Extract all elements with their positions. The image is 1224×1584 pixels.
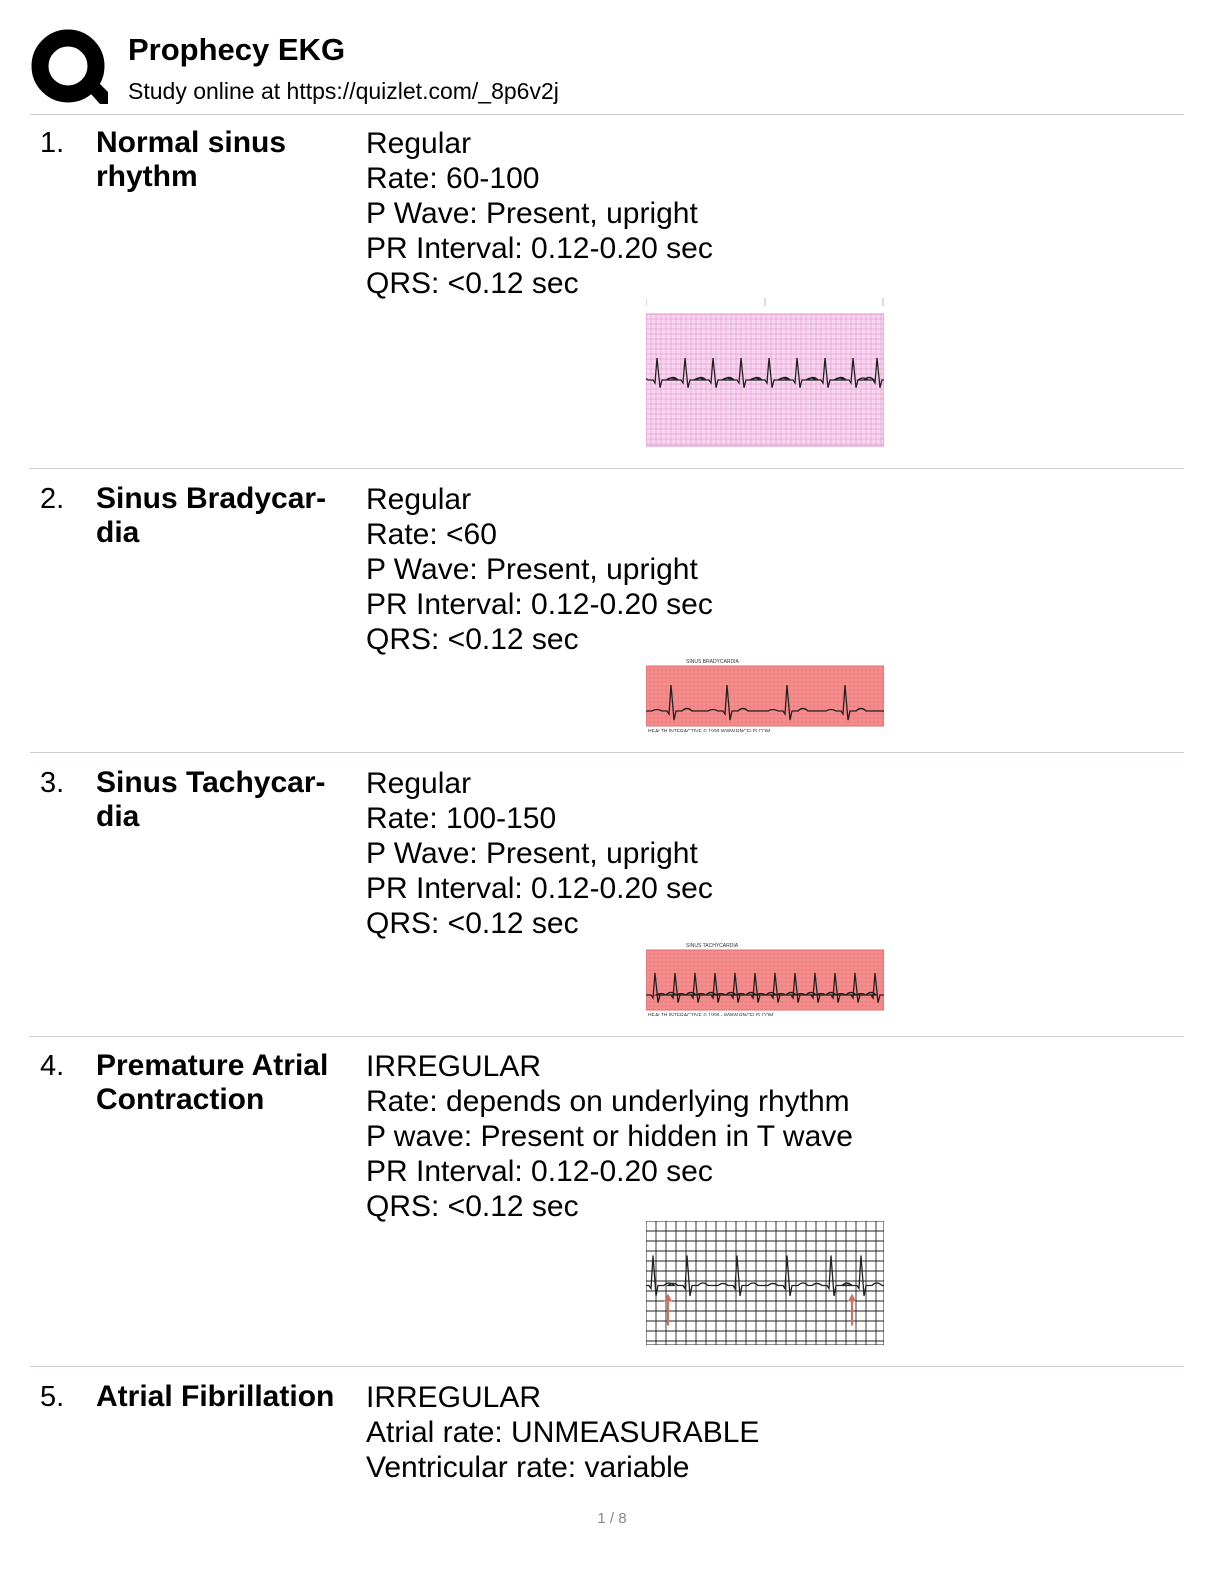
svg-text:HEALTH INTERACTIVE © 1999 - WW: HEALTH INTERACTIVE © 1999 - WWW.RNCEUS.C…: [648, 1012, 773, 1016]
definition-line: QRS: <0.12 sec: [366, 623, 579, 656]
definition-line: Ventricular rate: variable: [366, 1451, 690, 1484]
card-term: Normal sinus rhythm: [96, 126, 287, 193]
card-definition: Regular Rate: 100-150 P Wave: Present, u…: [366, 766, 713, 941]
definition-line: Regular: [366, 767, 472, 800]
divider: [30, 752, 1184, 753]
svg-text:SINUS TACHYCARDIA: SINUS TACHYCARDIA: [686, 943, 739, 949]
definition-line: PR Interval: 0.12-0.20 sec: [366, 872, 713, 905]
divider: [30, 1366, 1184, 1367]
flashcard-1: 1. Normal sinus rhythm Regular Rate: 60-…: [30, 126, 1184, 466]
card-number: 5.: [40, 1381, 65, 1413]
definition-line: Regular: [366, 483, 472, 516]
ekg-strip-image: SINUS TACHYCARDIA HEALTH INTERACTIVE © 19…: [646, 938, 884, 1016]
definition-line: P Wave: Present, upright: [366, 197, 698, 230]
definition-line: QRS: <0.12 sec: [366, 267, 579, 300]
flashcard-3: 3. Sinus Tachycar-dia Regular Rate: 100-…: [30, 766, 1184, 1036]
card-term: Atrial Fibrillation: [96, 1380, 335, 1413]
card-number: 4.: [40, 1050, 65, 1082]
set-title: Prophecy EKG: [128, 32, 346, 67]
page-number: 1 / 8: [597, 1510, 627, 1527]
card-term: Sinus Bradycar-dia: [96, 482, 327, 549]
definition-line: P Wave: Present, upright: [366, 553, 698, 586]
divider: [30, 468, 1184, 469]
card-definition: IRREGULAR Atrial rate: UNMEASURABLE Vent…: [366, 1380, 759, 1485]
flashcard-5: 5. Atrial Fibrillation IRREGULAR Atrial …: [30, 1380, 1184, 1490]
card-number: 1.: [40, 127, 65, 159]
quizlet-logo: [30, 28, 110, 108]
definition-line: Rate: 60-100: [366, 162, 540, 195]
definition-line: P Wave: Present, upright: [366, 837, 698, 870]
ekg-strip-image: SINUS BRADYCARDIA HEALTH INTERACTIVE © 19…: [646, 654, 884, 732]
divider: [30, 114, 1184, 115]
ekg-strip-image: [646, 1221, 884, 1345]
card-number: 2.: [40, 483, 65, 515]
card-definition: Regular Rate: <60 P Wave: Present, uprig…: [366, 482, 713, 657]
svg-text:SINUS BRADYCARDIA: SINUS BRADYCARDIA: [686, 659, 739, 665]
definition-line: Regular: [366, 127, 472, 160]
definition-line: IRREGULAR: [366, 1381, 542, 1414]
definition-line: QRS: <0.12 sec: [366, 1190, 579, 1223]
definition-line: PR Interval: 0.12-0.20 sec: [366, 232, 713, 265]
definition-line: Atrial rate: UNMEASURABLE: [366, 1416, 760, 1449]
divider: [30, 1036, 1184, 1037]
svg-text:HEALTH INTERACTIVE © 1999 WWW.: HEALTH INTERACTIVE © 1999 WWW.RNCEUS.COM: [648, 728, 770, 732]
flashcard-4: 4. Premature Atrial Contraction IRREGULA…: [30, 1049, 1184, 1365]
card-definition: Regular Rate: 60-100 P Wave: Present, up…: [366, 126, 713, 301]
card-term: Sinus Tachycar-dia: [96, 766, 326, 833]
definition-line: IRREGULAR: [366, 1050, 542, 1083]
definition-line: PR Interval: 0.12-0.20 sec: [366, 588, 713, 621]
card-definition: IRREGULAR Rate: depends on underlying rh…: [366, 1049, 853, 1224]
definition-line: QRS: <0.12 sec: [366, 907, 579, 940]
flashcard-2: 2. Sinus Bradycar-dia Regular Rate: <60 …: [30, 482, 1184, 752]
ekg-strip-image: [646, 298, 884, 448]
definition-line: Rate: <60: [366, 518, 497, 551]
page-header: Prophecy EKG Study online at https://qui…: [30, 28, 1184, 114]
definition-line: Rate: 100-150: [366, 802, 557, 835]
study-link-text: Study online at https://quizlet.com/_8p6…: [128, 78, 559, 104]
definition-line: Rate: depends on underlying rhythm: [366, 1085, 850, 1118]
definition-line: PR Interval: 0.12-0.20 sec: [366, 1155, 713, 1188]
definition-line: P wave: Present or hidden in T wave: [366, 1120, 853, 1153]
card-term: Premature Atrial Contraction: [96, 1049, 329, 1116]
card-number: 3.: [40, 767, 65, 799]
